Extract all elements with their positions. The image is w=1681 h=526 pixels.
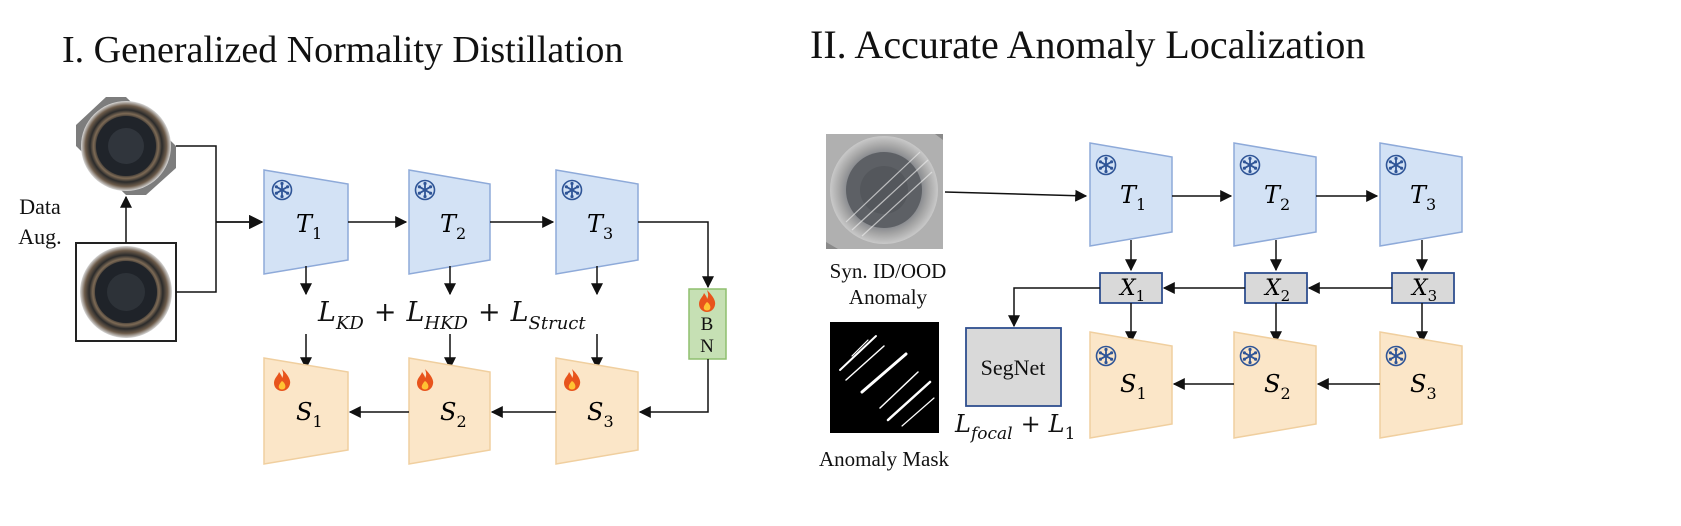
- right-student-3: S3: [1379, 331, 1463, 439]
- bn-label-b: B: [701, 314, 714, 335]
- right-teacher-1: T1: [1089, 142, 1173, 247]
- left-s2-label: S2: [440, 398, 467, 431]
- right-student-2: S2: [1233, 331, 1317, 439]
- left-student-1: S1: [263, 357, 349, 465]
- right-t3-label: T3: [1410, 181, 1436, 214]
- t3-bn-arrow: [638, 221, 714, 289]
- bn-block: B N: [688, 288, 727, 360]
- segnet-block: SegNet: [965, 327, 1062, 407]
- left-teacher-3: T3: [555, 169, 639, 275]
- left-student-3: S3: [555, 357, 639, 465]
- left-s3-label: S3: [587, 398, 614, 431]
- fusion-x1: X1: [1099, 272, 1163, 305]
- left-t2-label: T2: [440, 210, 466, 243]
- right-s2-label: S2: [1264, 370, 1291, 403]
- fusion-x2: X2: [1244, 272, 1308, 305]
- x1-label: X1: [1118, 276, 1145, 305]
- syn-label-1: Syn. ID/OOD: [830, 259, 947, 283]
- mask-label: Anomaly Mask: [819, 447, 950, 471]
- bn-s3-arrow: [638, 359, 709, 418]
- right-teacher-2: T2: [1233, 142, 1317, 247]
- augmented-image: [76, 97, 176, 195]
- right-title: II. Accurate Anomaly Localization: [810, 22, 1365, 67]
- right-s3-label: S3: [1410, 370, 1437, 403]
- data-aug-label-2: Aug.: [18, 224, 61, 249]
- x1-segnet-arrow: [1008, 287, 1100, 328]
- right-teacher-3: T3: [1379, 142, 1463, 247]
- input-image: [75, 242, 177, 342]
- left-t3-label: T3: [587, 210, 613, 243]
- bn-label-n: N: [700, 336, 714, 357]
- left-teacher-1: T1: [263, 169, 349, 275]
- data-aug-label-1: Data: [19, 194, 61, 219]
- anomaly-mask-image: [830, 322, 939, 433]
- left-title: I. Generalized Normality Distillation: [62, 29, 623, 71]
- right-s1-label: S1: [1120, 370, 1147, 403]
- synthetic-anomaly-image: [826, 134, 943, 249]
- left-teacher-2: T2: [408, 169, 491, 275]
- segnet-label: SegNet: [981, 355, 1046, 380]
- syn-label-2: Anomaly: [849, 285, 928, 309]
- left-t1-label: T1: [296, 210, 322, 243]
- left-s1-label: S1: [296, 398, 323, 431]
- segmentation-loss: Lfocal+L1: [954, 410, 1075, 444]
- merge-connector: [176, 145, 217, 293]
- distillation-loss: LKD+LHKD+LStruct: [317, 297, 586, 334]
- x3-label: X3: [1410, 276, 1437, 305]
- left-student-2: S2: [408, 357, 491, 465]
- right-student-1: S1: [1089, 331, 1173, 439]
- x2-label: X2: [1263, 276, 1290, 305]
- right-t1-label: T1: [1120, 181, 1146, 214]
- fusion-x3: X3: [1391, 272, 1455, 305]
- input-t1-arrow: [944, 189, 1088, 202]
- right-t2-label: T2: [1264, 181, 1290, 214]
